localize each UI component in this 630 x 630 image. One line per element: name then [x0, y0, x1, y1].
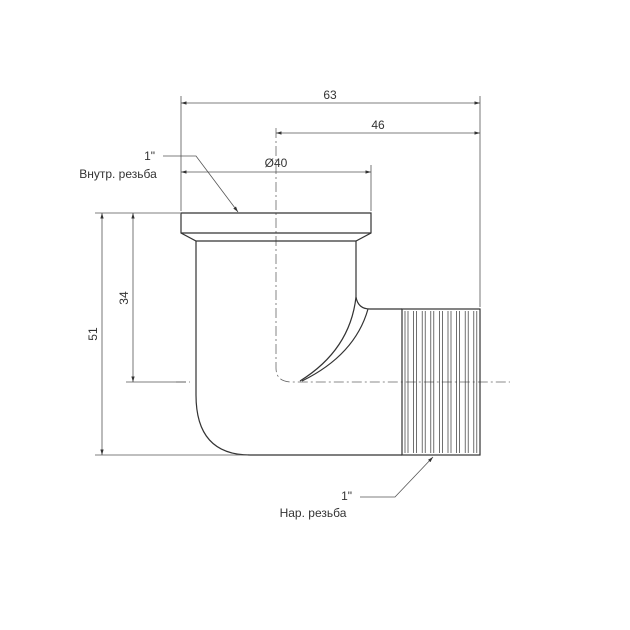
outer-thread-callout: 1" Нар. резьба [280, 456, 434, 520]
dim-overall-width: 63 [323, 88, 337, 102]
dim-overall-height: 51 [86, 327, 100, 341]
dim-flange-diameter: Ø40 [265, 156, 288, 170]
extension-lines [95, 96, 481, 456]
dimension-lines [100, 101, 480, 455]
inner-thread-label: Внутр. резьба [79, 167, 157, 181]
outer-thread-label: Нар. резьба [280, 506, 347, 520]
inner-thread-callout: 1" Внутр. резьба [79, 149, 239, 213]
fitting-outline [180, 212, 402, 456]
outer-thread-size: 1" [341, 489, 352, 503]
dim-inlet-height: 34 [117, 291, 131, 305]
dim-outlet-length: 46 [371, 118, 385, 132]
inner-thread-size: 1" [144, 149, 155, 163]
outer-thread [401, 308, 481, 456]
